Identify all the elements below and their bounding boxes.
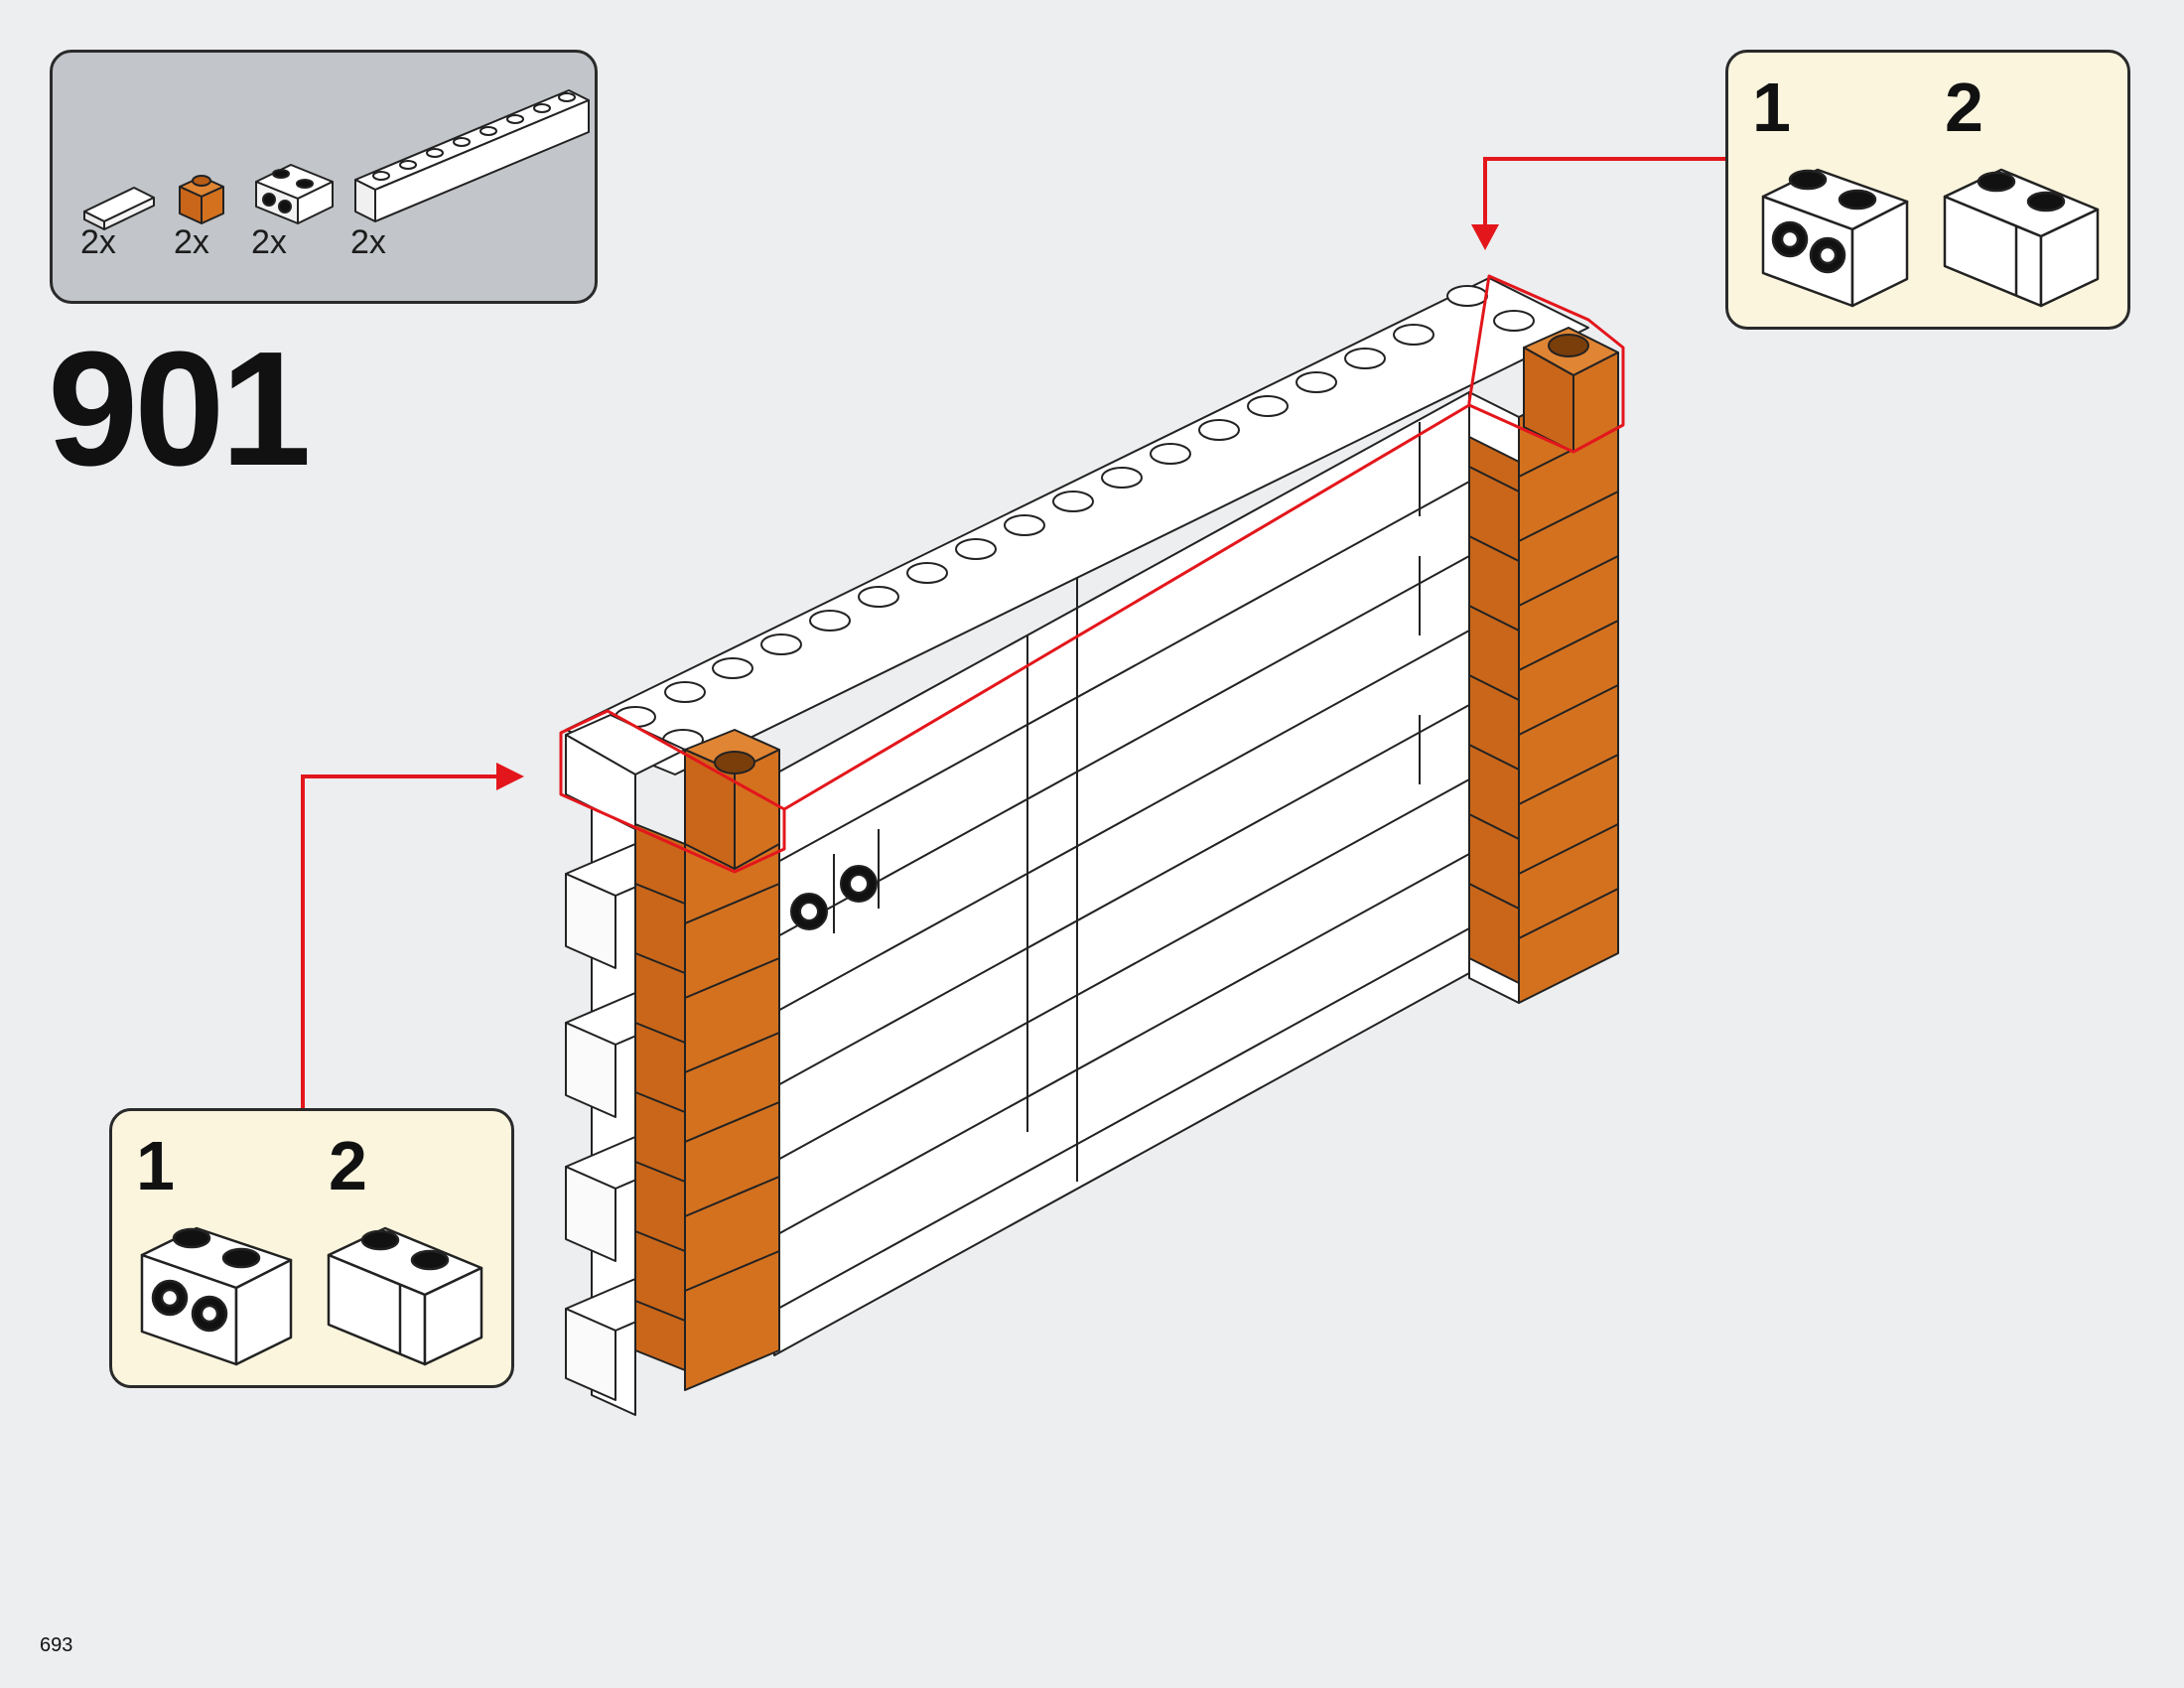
sub-step-box-bottom: 1 2 bbox=[109, 1108, 514, 1388]
part-quantity: 2x bbox=[350, 223, 386, 261]
arrowhead-icon bbox=[1471, 224, 1499, 250]
white-plate-icon bbox=[354, 89, 590, 222]
page-number: 693 bbox=[40, 1634, 73, 1656]
left-end-column bbox=[565, 714, 780, 1416]
sub-step-illustrations bbox=[140, 1226, 483, 1366]
callout-arrows bbox=[301, 157, 1725, 1108]
step-number: 901 bbox=[48, 318, 312, 499]
arrow-top-right bbox=[1483, 157, 1725, 228]
top-plate-studs bbox=[614, 285, 1535, 751]
part-quantity: 2x bbox=[80, 223, 116, 261]
orange-brick-icon bbox=[179, 175, 224, 224]
arrowhead-icon bbox=[496, 763, 524, 790]
highlight-right bbox=[1467, 274, 1625, 454]
sub-step-number: 2 bbox=[329, 1127, 367, 1204]
callout-highlights bbox=[559, 274, 1625, 874]
highlight-left bbox=[559, 709, 786, 874]
side-studs bbox=[790, 829, 880, 933]
sub-step-box-top: 1 2 bbox=[1725, 50, 2130, 330]
parts-list-box: 2x 2x 2x 2x bbox=[50, 50, 598, 304]
sub-step-number: 2 bbox=[1945, 69, 1983, 146]
parts-list-illustrations bbox=[83, 89, 590, 230]
part-quantity: 2x bbox=[251, 223, 287, 261]
arrow-bottom-left bbox=[301, 774, 501, 1108]
part-quantity: 2x bbox=[174, 223, 209, 261]
white-tile-icon bbox=[83, 187, 155, 230]
right-end-column bbox=[1468, 327, 1619, 1004]
sub-step-illustrations bbox=[1761, 168, 2100, 308]
wall-course-lines bbox=[773, 422, 1470, 1312]
sub-step-number: 1 bbox=[136, 1127, 175, 1204]
sub-step-number: 1 bbox=[1752, 69, 1791, 146]
white-brick-side-studs-icon bbox=[255, 164, 334, 224]
